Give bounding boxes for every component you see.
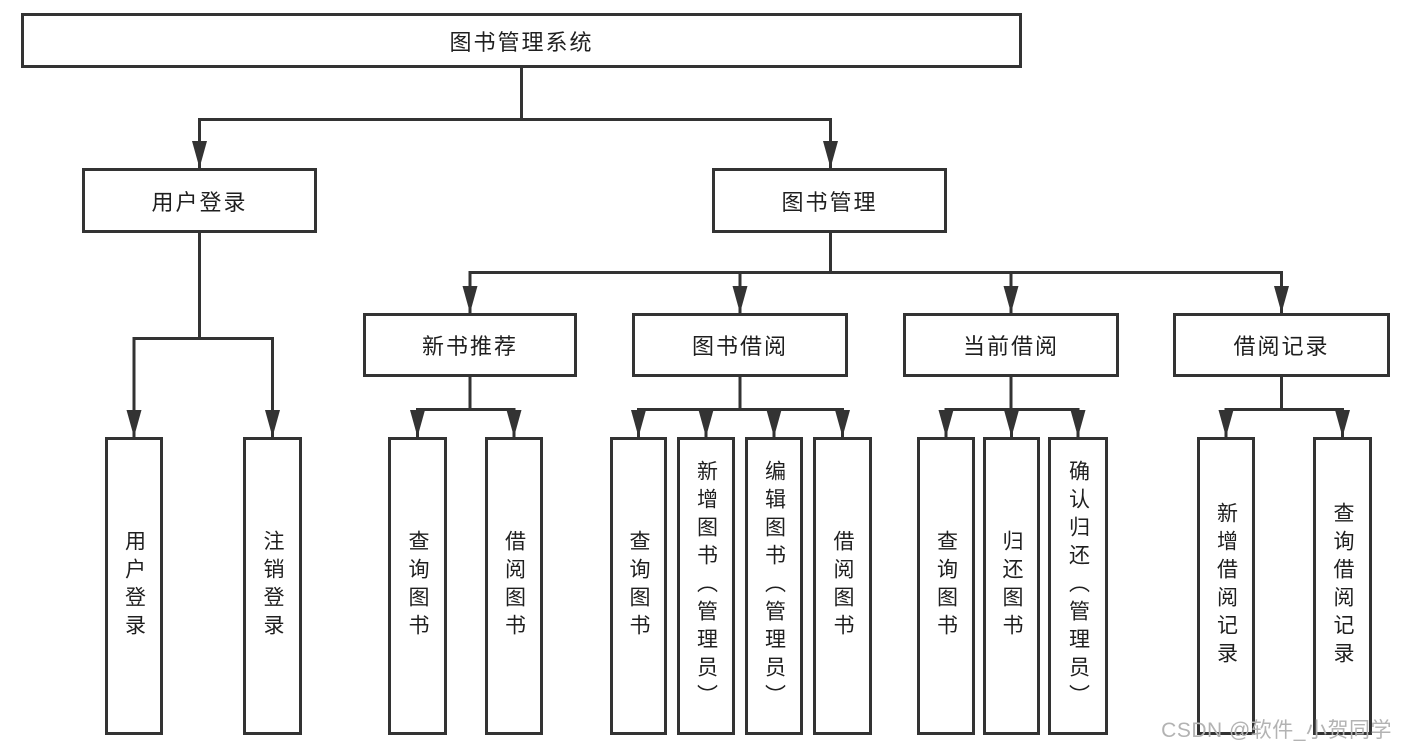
leaf-label: 编辑图书（管理员） xyxy=(762,460,786,712)
leaf-label: 借阅图书 xyxy=(502,530,526,642)
leaf-return-books: 归还图书 xyxy=(983,437,1040,735)
leaf-label: 新增借阅记录 xyxy=(1214,502,1238,670)
leaf-label: 查询图书 xyxy=(627,530,650,642)
watermark: CSDN @软件_小贺同学 xyxy=(1161,719,1392,742)
arrowhead-icon xyxy=(410,410,425,437)
arrowhead-icon xyxy=(766,410,782,437)
node-label: 图书借阅 xyxy=(691,334,788,359)
arrowhead-icon xyxy=(506,410,522,437)
leaf-label: 借阅图书 xyxy=(831,530,854,642)
leaf-query-books-borrow: 查询图书 xyxy=(610,437,667,735)
leaf-borrow-books-recommend: 借阅图书 xyxy=(485,437,543,735)
leaf-logout: 注销登录 xyxy=(243,437,302,735)
leaf-query-books-current: 查询图书 xyxy=(917,437,975,735)
arrowhead-icon xyxy=(938,410,954,437)
leaf-confirm-return-admin: 确认归还（管理员） xyxy=(1048,437,1108,735)
arrowhead-icon xyxy=(732,286,748,313)
leaf-label: 归还图书 xyxy=(1000,530,1023,642)
leaf-query-books-recommend: 查询图书 xyxy=(388,437,447,735)
arrowhead-icon xyxy=(462,286,478,313)
leaf-label: 查询借阅记录 xyxy=(1331,502,1354,670)
node-label: 图书管理系统 xyxy=(449,29,594,55)
connector xyxy=(1224,408,1344,437)
arrowhead-icon xyxy=(126,410,142,437)
arrowhead-icon xyxy=(192,141,207,168)
connector xyxy=(637,408,844,437)
node-library-system: 图书管理系统 xyxy=(21,13,1022,68)
node-book-management: 图书管理 xyxy=(712,168,947,233)
connector xyxy=(132,337,274,437)
leaf-label: 查询图书 xyxy=(406,530,429,642)
arrowhead-icon xyxy=(1218,410,1234,437)
node-borrow-records: 借阅记录 xyxy=(1173,313,1390,377)
leaf-add-borrow-record: 新增借阅记录 xyxy=(1197,437,1255,735)
leaf-borrow-books: 借阅图书 xyxy=(813,437,872,735)
node-label: 当前借阅 xyxy=(962,334,1059,359)
arrowhead-icon xyxy=(1274,286,1289,313)
node-new-book-recommend: 新书推荐 xyxy=(363,313,577,377)
arrowhead-icon xyxy=(1003,286,1019,313)
arrowhead-icon xyxy=(631,410,646,437)
arrowhead-icon xyxy=(835,410,850,437)
connector xyxy=(468,271,1283,313)
node-label: 用户登录 xyxy=(151,189,248,215)
arrowhead-icon xyxy=(265,410,280,437)
arrowhead-icon xyxy=(698,410,714,437)
node-book-borrow: 图书借阅 xyxy=(632,313,848,377)
leaf-label: 新增图书（管理员） xyxy=(694,460,718,712)
leaf-add-books-admin: 新增图书（管理员） xyxy=(677,437,735,735)
arrowhead-icon xyxy=(1004,410,1019,437)
leaf-label: 查询图书 xyxy=(934,530,958,642)
leaf-label: 注销登录 xyxy=(261,530,284,642)
connector xyxy=(198,118,832,168)
connector xyxy=(416,408,516,437)
leaf-edit-books-admin: 编辑图书（管理员） xyxy=(745,437,803,735)
leaf-user-login: 用户登录 xyxy=(105,437,163,735)
node-label: 借阅记录 xyxy=(1233,334,1330,359)
leaf-query-borrow-record: 查询借阅记录 xyxy=(1313,437,1372,735)
arrowhead-icon xyxy=(1070,410,1086,437)
leaf-label: 用户登录 xyxy=(122,530,146,642)
node-label: 新书推荐 xyxy=(421,334,518,359)
node-user-login: 用户登录 xyxy=(82,168,317,233)
arrowhead-icon xyxy=(1335,410,1350,437)
node-current-borrow: 当前借阅 xyxy=(903,313,1119,377)
arrowhead-icon xyxy=(823,141,838,168)
node-label: 图书管理 xyxy=(781,189,878,215)
leaf-label: 确认归还（管理员） xyxy=(1066,460,1090,712)
